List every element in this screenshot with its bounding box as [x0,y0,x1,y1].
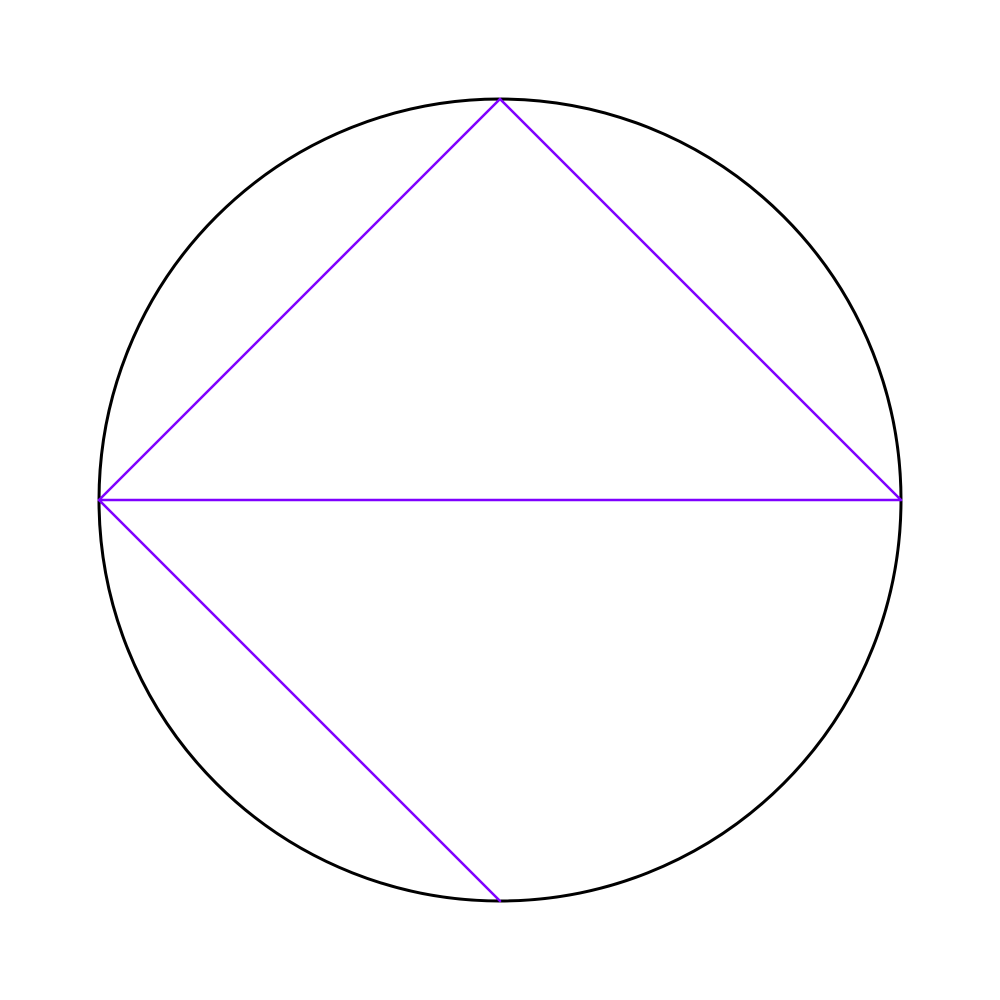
chords-group [97,97,903,903]
chord-left-bottom [97,498,502,903]
chord-left-top [97,97,502,502]
chord-top-right [498,97,903,502]
